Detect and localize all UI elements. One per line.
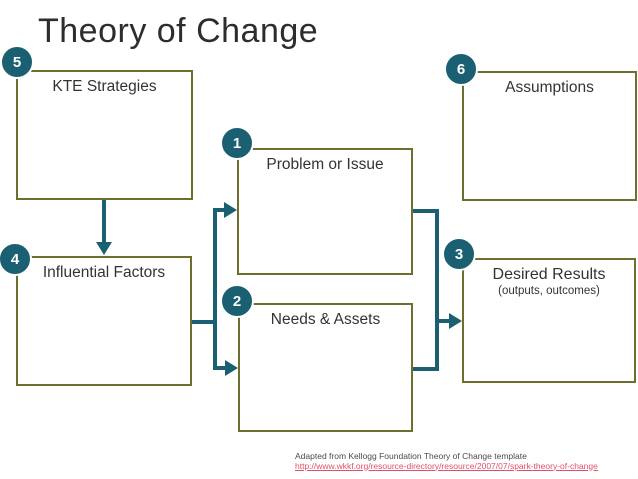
arrow-into-problem-line xyxy=(215,208,225,212)
connector-right-vertical-line xyxy=(435,209,439,371)
box-desired-results: Desired Results (outputs, outcomes) xyxy=(462,258,636,383)
box-problem-or-issue: Problem or Issue xyxy=(237,148,413,275)
box-influential-factors-label: Influential Factors xyxy=(42,264,166,281)
box-kte-strategies-label: KTE Strategies xyxy=(52,78,157,95)
arrow-into-needs-line xyxy=(215,366,225,370)
badge-5: 5 xyxy=(0,45,34,79)
box-assumptions-label: Assumptions xyxy=(505,79,594,96)
footer: Adapted from Kellogg Foundation Theory o… xyxy=(295,451,598,471)
box-desired-results-label: Desired Results xyxy=(492,266,606,283)
box-assumptions: Assumptions xyxy=(462,71,637,201)
badge-1: 1 xyxy=(220,126,254,160)
box-needs-and-assets-label: Needs & Assets xyxy=(270,311,381,328)
box-desired-results-sublabel: (outputs, outcomes) xyxy=(498,285,600,297)
box-problem-or-issue-label: Problem or Issue xyxy=(266,156,384,173)
badge-2: 2 xyxy=(220,284,254,318)
arrow-kte-to-influential-line xyxy=(102,200,106,242)
footer-credit: Adapted from Kellogg Foundation Theory o… xyxy=(295,451,527,461)
box-influential-factors: Influential Factors xyxy=(16,256,192,386)
badge-4: 4 xyxy=(0,242,32,276)
box-needs-and-assets: Needs & Assets xyxy=(238,303,413,432)
connector-influential-out-line xyxy=(192,320,215,324)
connector-left-vertical-line xyxy=(213,208,217,370)
footer-url-link[interactable]: http://www.wkkf.org/resource-directory/r… xyxy=(295,460,598,471)
badge-6: 6 xyxy=(444,52,478,86)
arrow-kte-to-influential-head xyxy=(96,242,112,255)
arrow-into-desired-head xyxy=(449,313,462,329)
arrow-into-needs-head xyxy=(225,360,238,376)
slide-title: Theory of Change xyxy=(38,12,319,50)
box-kte-strategies: KTE Strategies xyxy=(16,70,193,200)
connector-problem-out-line xyxy=(413,209,439,213)
arrow-into-desired-line xyxy=(439,319,449,323)
badge-3: 3 xyxy=(442,237,476,271)
arrow-into-problem-head xyxy=(224,202,237,218)
connector-needs-out-line xyxy=(413,367,439,371)
